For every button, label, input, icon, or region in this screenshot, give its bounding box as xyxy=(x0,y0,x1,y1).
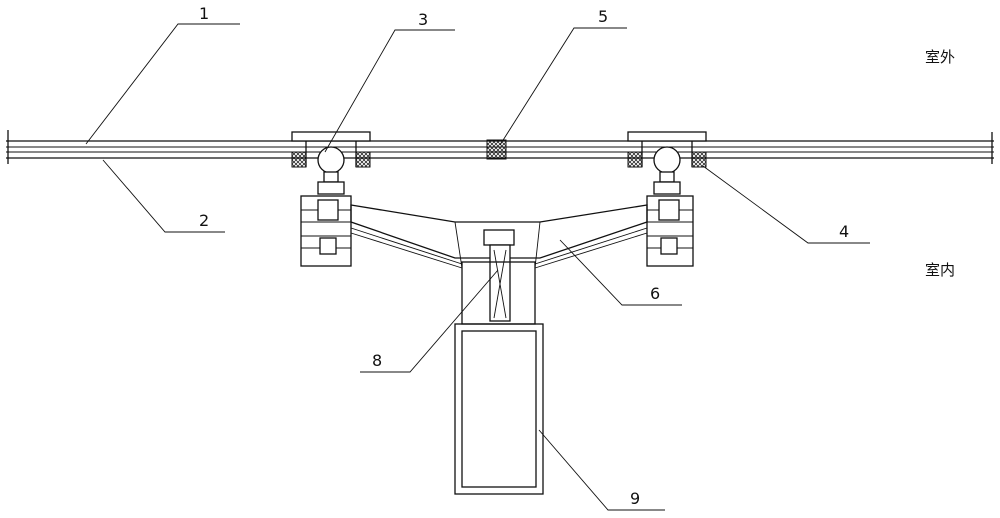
callout-3: 3 xyxy=(418,10,428,29)
left-gasket-left xyxy=(292,152,306,167)
left-neck xyxy=(324,172,338,182)
callout-4: 4 xyxy=(839,222,849,241)
callout-2: 2 xyxy=(199,211,209,230)
leader-5 xyxy=(500,28,627,145)
left-ball-joint xyxy=(318,147,344,173)
steel-tube-inner xyxy=(462,331,536,487)
right-neck xyxy=(660,172,674,182)
right-nut xyxy=(654,182,680,194)
indoor-label: 室内 xyxy=(925,261,955,279)
right-cap-plate xyxy=(628,132,706,141)
left-cap-plate xyxy=(292,132,370,141)
callouts: 1 2 3 4 5 6 8 9 xyxy=(199,4,849,508)
right-point-fitting xyxy=(628,132,706,266)
left-point-fitting xyxy=(292,132,370,266)
leader-9 xyxy=(539,430,665,510)
callout-9: 9 xyxy=(630,489,640,508)
outdoor-label: 室外 xyxy=(925,48,955,66)
leader-1 xyxy=(86,24,240,144)
connecting-bolt xyxy=(484,230,514,321)
right-ball-joint xyxy=(654,147,680,173)
joint-sealant xyxy=(487,140,506,159)
callout-1: 1 xyxy=(199,4,209,23)
callout-6: 6 xyxy=(650,284,660,303)
steel-tube-outer xyxy=(455,324,543,494)
left-gasket-right xyxy=(356,152,370,167)
right-gasket-right xyxy=(692,152,706,167)
leader-lines xyxy=(86,24,870,510)
left-nut xyxy=(318,182,344,194)
callout-8: 8 xyxy=(372,351,382,370)
bolt-head xyxy=(484,230,514,245)
callout-5: 5 xyxy=(598,7,608,26)
right-gasket-left xyxy=(628,152,642,167)
